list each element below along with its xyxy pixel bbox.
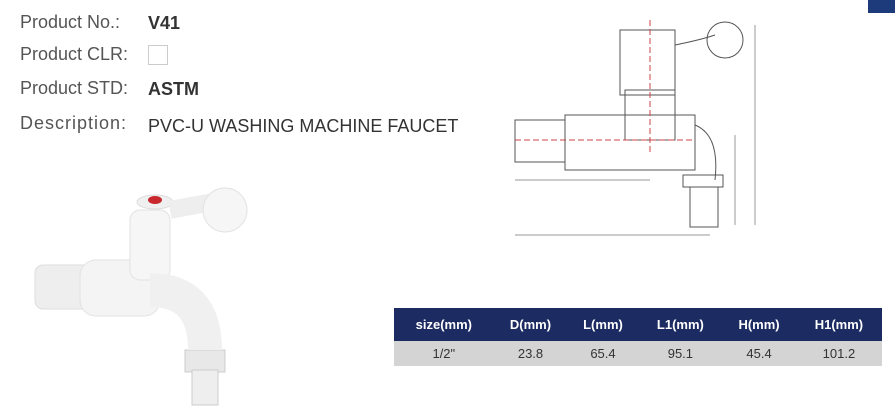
table-header-row: size(mm) D(mm) L(mm) L1(mm) H(mm) H1(mm) <box>394 308 882 341</box>
header-h: H(mm) <box>722 308 796 341</box>
product-no-label: Product No.: <box>20 12 121 32</box>
header-size: size(mm) <box>394 308 494 341</box>
corner-tab[interactable] <box>868 0 895 13</box>
product-std-label: Product STD: <box>20 78 129 98</box>
description-value: PVC-U WASHING MACHINE FAUCET <box>148 116 459 136</box>
cell-h1: 101.2 <box>795 341 882 366</box>
cell-l: 65.4 <box>567 341 639 366</box>
product-no-value: V41 <box>148 13 181 33</box>
product-std-value: ASTM <box>148 79 199 99</box>
cell-size: 1/2" <box>394 341 494 366</box>
header-l: L(mm) <box>567 308 639 341</box>
description-label: Description: <box>20 113 128 133</box>
dimensions-table: size(mm) D(mm) L(mm) L1(mm) H(mm) H1(mm)… <box>394 308 882 366</box>
color-swatch <box>148 45 168 65</box>
cell-d: 23.8 <box>493 341 568 366</box>
product-clr-label: Product CLR: <box>20 44 129 64</box>
header-h1: H1(mm) <box>795 308 882 341</box>
cell-l1: 95.1 <box>638 341 723 366</box>
header-l1: L1(mm) <box>638 308 723 341</box>
cell-h: 45.4 <box>722 341 796 366</box>
header-d: D(mm) <box>493 308 568 341</box>
faucet-photo <box>34 187 248 406</box>
technical-drawing <box>514 20 756 236</box>
table-row: 1/2" 23.8 65.4 95.1 45.4 101.2 <box>394 341 882 366</box>
